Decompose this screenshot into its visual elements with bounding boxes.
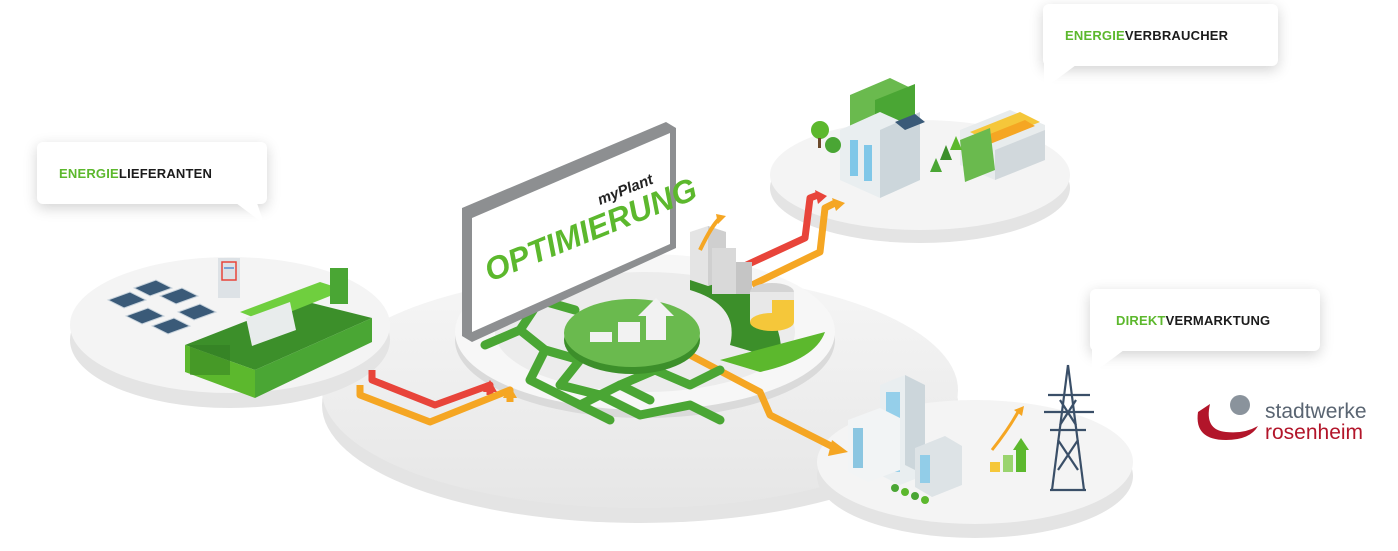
network-grid-icon [480, 295, 725, 425]
callout-tail-marketing [1092, 347, 1128, 374]
heat-exchanger-icon [218, 258, 240, 298]
plant-buildings-icon [690, 214, 794, 331]
callout-tail-suppliers [232, 200, 264, 224]
growth-arrow-icon [990, 406, 1029, 472]
solar-panels-icon [106, 279, 218, 335]
stadtwerke-rosenheim-logo: stadtwerke rosenheim [1190, 390, 1390, 450]
office-buildings-icon [848, 375, 962, 504]
callout-suppliers-rest: LIEFERANTEN [118, 165, 213, 181]
consumer-buildings-icon [811, 78, 1045, 198]
power-pylon-icon [1044, 364, 1094, 492]
callout-consumers-highlight: ENERGIE [1065, 27, 1125, 43]
gas-engine-icon [185, 268, 372, 398]
logo-line-rosenheim: rosenheim [1265, 421, 1364, 444]
logo-line-stadtwerke: stadtwerke [1265, 400, 1367, 423]
flow-arrow-consumption [738, 190, 845, 289]
callout-suppliers-highlight: ENERGIE [59, 165, 119, 181]
callout-consumers-rest: VERBRAUCHER [1124, 27, 1229, 43]
flow-arrow-supply [356, 370, 517, 426]
callout-marketing-highlight: DIREKT [1116, 312, 1166, 328]
logo-mark-icon [1197, 395, 1258, 440]
flow-arrow-marketing [688, 351, 848, 456]
callout-marketing-rest: VERMARKTUNG [1165, 312, 1271, 328]
callout-tail-consumers [1044, 62, 1080, 89]
growth-chart-icon [564, 298, 700, 374]
